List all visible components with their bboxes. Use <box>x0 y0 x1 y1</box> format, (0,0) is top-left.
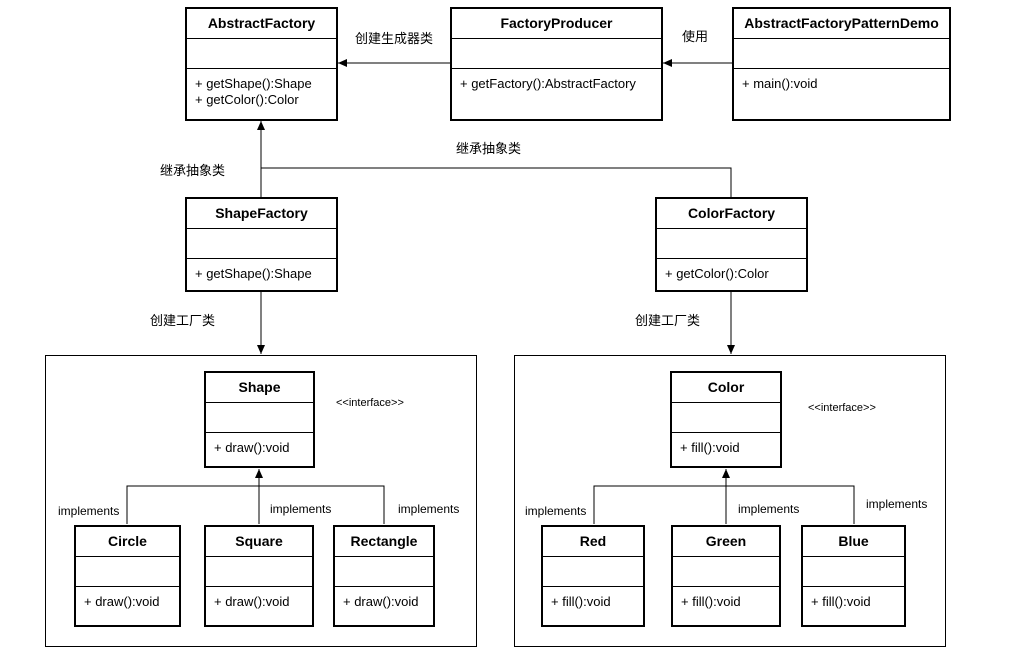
operation: + fill():void <box>811 594 871 609</box>
class-attributes <box>187 39 336 69</box>
operation: + getFactory():AbstractFactory <box>460 76 636 91</box>
label-create-factory-left: 创建工厂类 <box>150 313 216 328</box>
class-attributes <box>206 557 312 587</box>
operation: + getColor():Color <box>665 266 769 281</box>
stereotype-shape: <<interface>> <box>336 397 404 409</box>
label-inherit-right: 继承抽象类 <box>456 141 522 156</box>
edge-blue-to-color <box>726 485 855 524</box>
class-operations: + draw():void <box>335 587 433 610</box>
class-attributes <box>803 557 904 587</box>
class-name: AbstractFactory <box>187 9 336 39</box>
class-factory-producer[interactable]: FactoryProducer + getFactory():AbstractF… <box>450 7 663 121</box>
edge-colorfactory-to-abstract <box>261 167 732 197</box>
class-operations: + fill():void <box>673 587 779 610</box>
class-operations: + getShape():Shape + getColor():Color <box>187 69 336 108</box>
class-attributes <box>206 403 313 433</box>
class-name: AbstractFactoryPatternDemo <box>734 9 949 39</box>
class-name: FactoryProducer <box>452 9 661 39</box>
operation: + draw():void <box>214 594 290 609</box>
class-attributes <box>734 39 949 69</box>
class-operations: + getColor():Color <box>657 259 806 282</box>
class-shape-factory[interactable]: ShapeFactory + getShape():Shape <box>185 197 338 292</box>
operation: + fill():void <box>680 440 740 455</box>
class-operations: + draw():void <box>206 433 313 456</box>
label-implements-circle: implements <box>58 504 120 518</box>
operation: + main():void <box>742 76 818 91</box>
class-name: Circle <box>76 527 179 557</box>
class-name: Rectangle <box>335 527 433 557</box>
class-blue[interactable]: Blue + fill():void <box>801 525 906 627</box>
operation: + draw():void <box>343 594 419 609</box>
class-name: Green <box>673 527 779 557</box>
class-name: Blue <box>803 527 904 557</box>
operation: + getShape():Shape <box>195 76 312 91</box>
class-name: Square <box>206 527 312 557</box>
color-package <box>514 355 946 647</box>
edge-red-to-color <box>593 485 726 524</box>
shape-package <box>45 355 477 647</box>
class-name: ShapeFactory <box>187 199 336 229</box>
class-name: ColorFactory <box>657 199 806 229</box>
operation: + draw():void <box>214 440 290 455</box>
label-implements-red: implements <box>525 504 587 518</box>
class-operations: + fill():void <box>543 587 643 610</box>
operation: + getShape():Shape <box>195 266 312 281</box>
class-attributes <box>76 557 179 587</box>
label-inherit-left: 继承抽象类 <box>160 163 226 178</box>
class-circle[interactable]: Circle + draw():void <box>74 525 181 627</box>
edge-circle-to-shape <box>126 485 259 524</box>
class-attributes <box>452 39 661 69</box>
operation: + getColor():Color <box>195 92 299 107</box>
class-operations: + getFactory():AbstractFactory <box>452 69 661 92</box>
class-square[interactable]: Square + draw():void <box>204 525 314 627</box>
class-red[interactable]: Red + fill():void <box>541 525 645 627</box>
class-green[interactable]: Green + fill():void <box>671 525 781 627</box>
class-name: Color <box>672 373 780 403</box>
class-operations: + draw():void <box>76 587 179 610</box>
label-implements-square: implements <box>270 502 332 516</box>
class-rectangle[interactable]: Rectangle + draw():void <box>333 525 435 627</box>
label-use: 使用 <box>682 29 709 44</box>
stereotype-color: <<interface>> <box>808 402 876 414</box>
class-color-factory[interactable]: ColorFactory + getColor():Color <box>655 197 808 292</box>
class-shape[interactable]: Shape + draw():void <box>204 371 315 468</box>
class-operations: + main():void <box>734 69 949 92</box>
label-implements-blue: implements <box>866 497 928 511</box>
operation: + fill():void <box>681 594 741 609</box>
class-operations: + fill():void <box>803 587 904 610</box>
class-operations: + fill():void <box>672 433 780 456</box>
class-attributes <box>673 557 779 587</box>
class-operations: + draw():void <box>206 587 312 610</box>
class-name: Shape <box>206 373 313 403</box>
label-create-factory-right: 创建工厂类 <box>635 313 701 328</box>
operation: + draw():void <box>84 594 160 609</box>
operation: + fill():void <box>551 594 611 609</box>
class-abstract-factory[interactable]: AbstractFactory + getShape():Shape + get… <box>185 7 338 121</box>
class-attributes <box>543 557 643 587</box>
label-create-generator: 创建生成器类 <box>355 31 434 46</box>
label-implements-green: implements <box>738 502 800 516</box>
class-attributes <box>672 403 780 433</box>
class-name: Red <box>543 527 643 557</box>
label-implements-rectangle: implements <box>398 502 460 516</box>
class-color[interactable]: Color + fill():void <box>670 371 782 468</box>
class-operations: + getShape():Shape <box>187 259 336 282</box>
class-attributes <box>335 557 433 587</box>
class-attributes <box>187 229 336 259</box>
edge-rectangle-to-shape <box>259 485 385 524</box>
class-attributes <box>657 229 806 259</box>
class-demo[interactable]: AbstractFactoryPatternDemo + main():void <box>732 7 951 121</box>
